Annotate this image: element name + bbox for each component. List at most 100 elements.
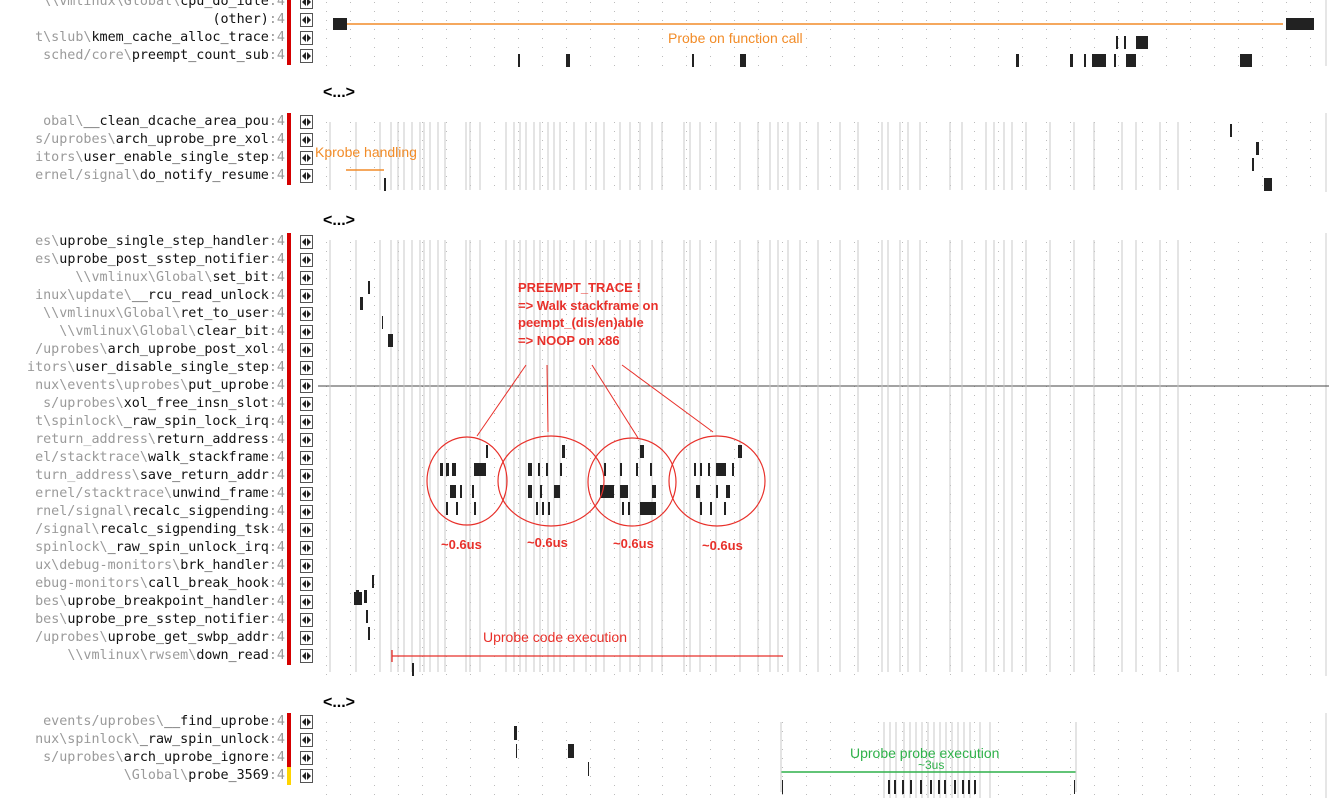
function-label[interactable]: /signal\recalc_sigpending_tsk:4 [0, 521, 285, 539]
expand-arrows-icon[interactable] [300, 469, 313, 483]
grid-dot [974, 512, 975, 513]
expand-arrows-icon[interactable] [300, 505, 313, 519]
expand-arrows-icon[interactable] [300, 451, 313, 465]
expand-arrows-icon[interactable] [300, 343, 313, 357]
expand-arrows-icon[interactable] [300, 631, 313, 645]
function-label[interactable]: /uprobes\uprobe_get_swbp_addr:4 [0, 629, 285, 647]
expand-arrows-icon[interactable] [300, 415, 313, 429]
expand-arrows-icon[interactable] [300, 715, 313, 729]
expand-arrows-icon[interactable] [300, 133, 313, 147]
expand-arrows-icon[interactable] [300, 487, 313, 501]
expand-arrows-icon[interactable] [300, 733, 313, 747]
expand-arrows-icon[interactable] [300, 271, 313, 285]
expand-arrows-icon[interactable] [300, 613, 313, 627]
function-label[interactable]: itors\user_disable_single_step:4 [0, 359, 285, 377]
function-label[interactable]: s/uprobes\arch_uprobe_pre_xol:4 [0, 131, 285, 149]
expand-arrows-icon[interactable] [300, 13, 313, 27]
function-label[interactable]: (other):4 [0, 11, 285, 29]
expand-arrows-icon[interactable] [300, 0, 313, 9]
function-label[interactable]: sched/core\preempt_count_sub:4 [0, 47, 285, 65]
expand-arrows-icon[interactable] [300, 523, 313, 537]
grid-dot [1166, 584, 1167, 585]
function-label[interactable]: nux\events\uprobes\put_uprobe:4 [0, 377, 285, 395]
function-label[interactable]: itors\user_enable_single_step:4 [0, 149, 285, 167]
expand-arrows-icon[interactable] [300, 115, 313, 129]
expand-arrows-icon[interactable] [300, 577, 313, 591]
grid-dot [614, 785, 615, 786]
expand-arrows-icon[interactable] [300, 769, 313, 783]
function-label[interactable]: bes\uprobe_pre_sstep_notifier:4 [0, 611, 285, 629]
function-label[interactable]: s/uprobes\xol_free_insn_slot:4 [0, 395, 285, 413]
function-label[interactable]: s/uprobes\arch_uprobe_ignore:4 [0, 749, 285, 767]
grid-dot [1286, 638, 1287, 639]
grid-dot [590, 749, 591, 750]
function-label[interactable]: spinlock\_raw_spin_unlock_irq:4 [0, 539, 285, 557]
expand-arrows-icon[interactable] [300, 325, 313, 339]
function-label[interactable]: \\vmlinux\Global\cpu_do_idle:4 [0, 0, 285, 11]
grid-dot [782, 758, 783, 759]
function-label[interactable]: t\spinlock\_raw_spin_lock_irq:4 [0, 413, 285, 431]
grid-dot [590, 776, 591, 777]
grid-dot [1286, 785, 1287, 786]
function-label[interactable]: \\vmlinux\Global\clear_bit:4 [0, 323, 285, 341]
grid-dot [782, 503, 783, 504]
expand-arrows-icon[interactable] [300, 379, 313, 393]
expand-arrows-icon[interactable] [300, 649, 313, 663]
grid-dot [974, 323, 975, 324]
function-label[interactable]: ux\debug-monitors\brk_handler:4 [0, 557, 285, 575]
function-label[interactable]: obal\__clean_dcache_area_pou:4 [0, 113, 285, 131]
expand-arrows-icon[interactable] [300, 31, 313, 45]
function-label[interactable]: ernel/signal\do_notify_resume:4 [0, 167, 285, 185]
expand-arrows-icon[interactable] [300, 595, 313, 609]
grid-dot [782, 65, 783, 66]
function-label[interactable]: ernel/stacktrace\unwind_frame:4 [0, 485, 285, 503]
function-label[interactable]: /uprobes\arch_uprobe_post_xol:4 [0, 341, 285, 359]
expand-arrows-icon[interactable] [300, 361, 313, 375]
expand-arrows-icon[interactable] [300, 559, 313, 573]
expand-arrows-icon[interactable] [300, 433, 313, 447]
expand-arrows-icon[interactable] [300, 169, 313, 183]
grid-dot [734, 467, 735, 468]
function-label[interactable]: t\slub\kmem_cache_alloc_trace:4 [0, 29, 285, 47]
function-label[interactable]: bes\uprobe_breakpoint_handler:4 [0, 593, 285, 611]
grid-dot [782, 149, 783, 150]
function-label[interactable]: nux\spinlock\_raw_spin_unlock:4 [0, 731, 285, 749]
grid-dot [1022, 395, 1023, 396]
function-label[interactable]: rnel/signal\recalc_sigpending:4 [0, 503, 285, 521]
expand-arrows-icon[interactable] [300, 289, 313, 303]
function-label[interactable]: inux\update\__rcu_read_unlock:4 [0, 287, 285, 305]
expand-arrows-icon[interactable] [300, 751, 313, 765]
grid-dot [614, 758, 615, 759]
function-label[interactable]: turn_address\save_return_addr:4 [0, 467, 285, 485]
expand-arrows-icon[interactable] [300, 307, 313, 321]
grid-dot [1022, 341, 1023, 342]
grid-dot [1142, 314, 1143, 315]
function-label[interactable]: es\uprobe_single_step_handler:4 [0, 233, 285, 251]
expand-arrows-icon[interactable] [300, 253, 313, 267]
grid-dot [950, 11, 951, 12]
grid-dot [1214, 314, 1215, 315]
function-label[interactable]: ebug-monitors\call_break_hook:4 [0, 575, 285, 593]
grid-dot [710, 323, 711, 324]
expand-arrows-icon[interactable] [300, 541, 313, 555]
function-label[interactable]: events/uprobes\__find_uprobe:4 [0, 713, 285, 731]
function-label[interactable]: el/stacktrace\walk_stackframe:4 [0, 449, 285, 467]
grid-dot [566, 296, 567, 297]
function-call-block [1124, 36, 1126, 49]
function-label[interactable]: return_address\return_address:4 [0, 431, 285, 449]
function-label[interactable]: \\vmlinux\Global\ret_to_user:4 [0, 305, 285, 323]
grid-dot [1022, 794, 1023, 795]
grid-dot [1022, 629, 1023, 630]
expand-arrows-icon[interactable] [300, 397, 313, 411]
function-label[interactable]: es\uprobe_post_sstep_notifier:4 [0, 251, 285, 269]
expand-arrows-icon[interactable] [300, 49, 313, 63]
function-label[interactable]: \\vmlinux\Global\set_bit:4 [0, 269, 285, 287]
function-label[interactable]: \\vmlinux\rwsem\down_read:4 [0, 647, 285, 665]
timeline-plot[interactable] [318, 0, 1329, 798]
grid-dot [926, 350, 927, 351]
expand-arrows-icon[interactable] [300, 151, 313, 165]
grid-dot [518, 722, 519, 723]
function-label[interactable]: \Global\probe_3569:4 [0, 767, 285, 785]
grid-dot [854, 647, 855, 648]
expand-arrows-icon[interactable] [300, 235, 313, 249]
